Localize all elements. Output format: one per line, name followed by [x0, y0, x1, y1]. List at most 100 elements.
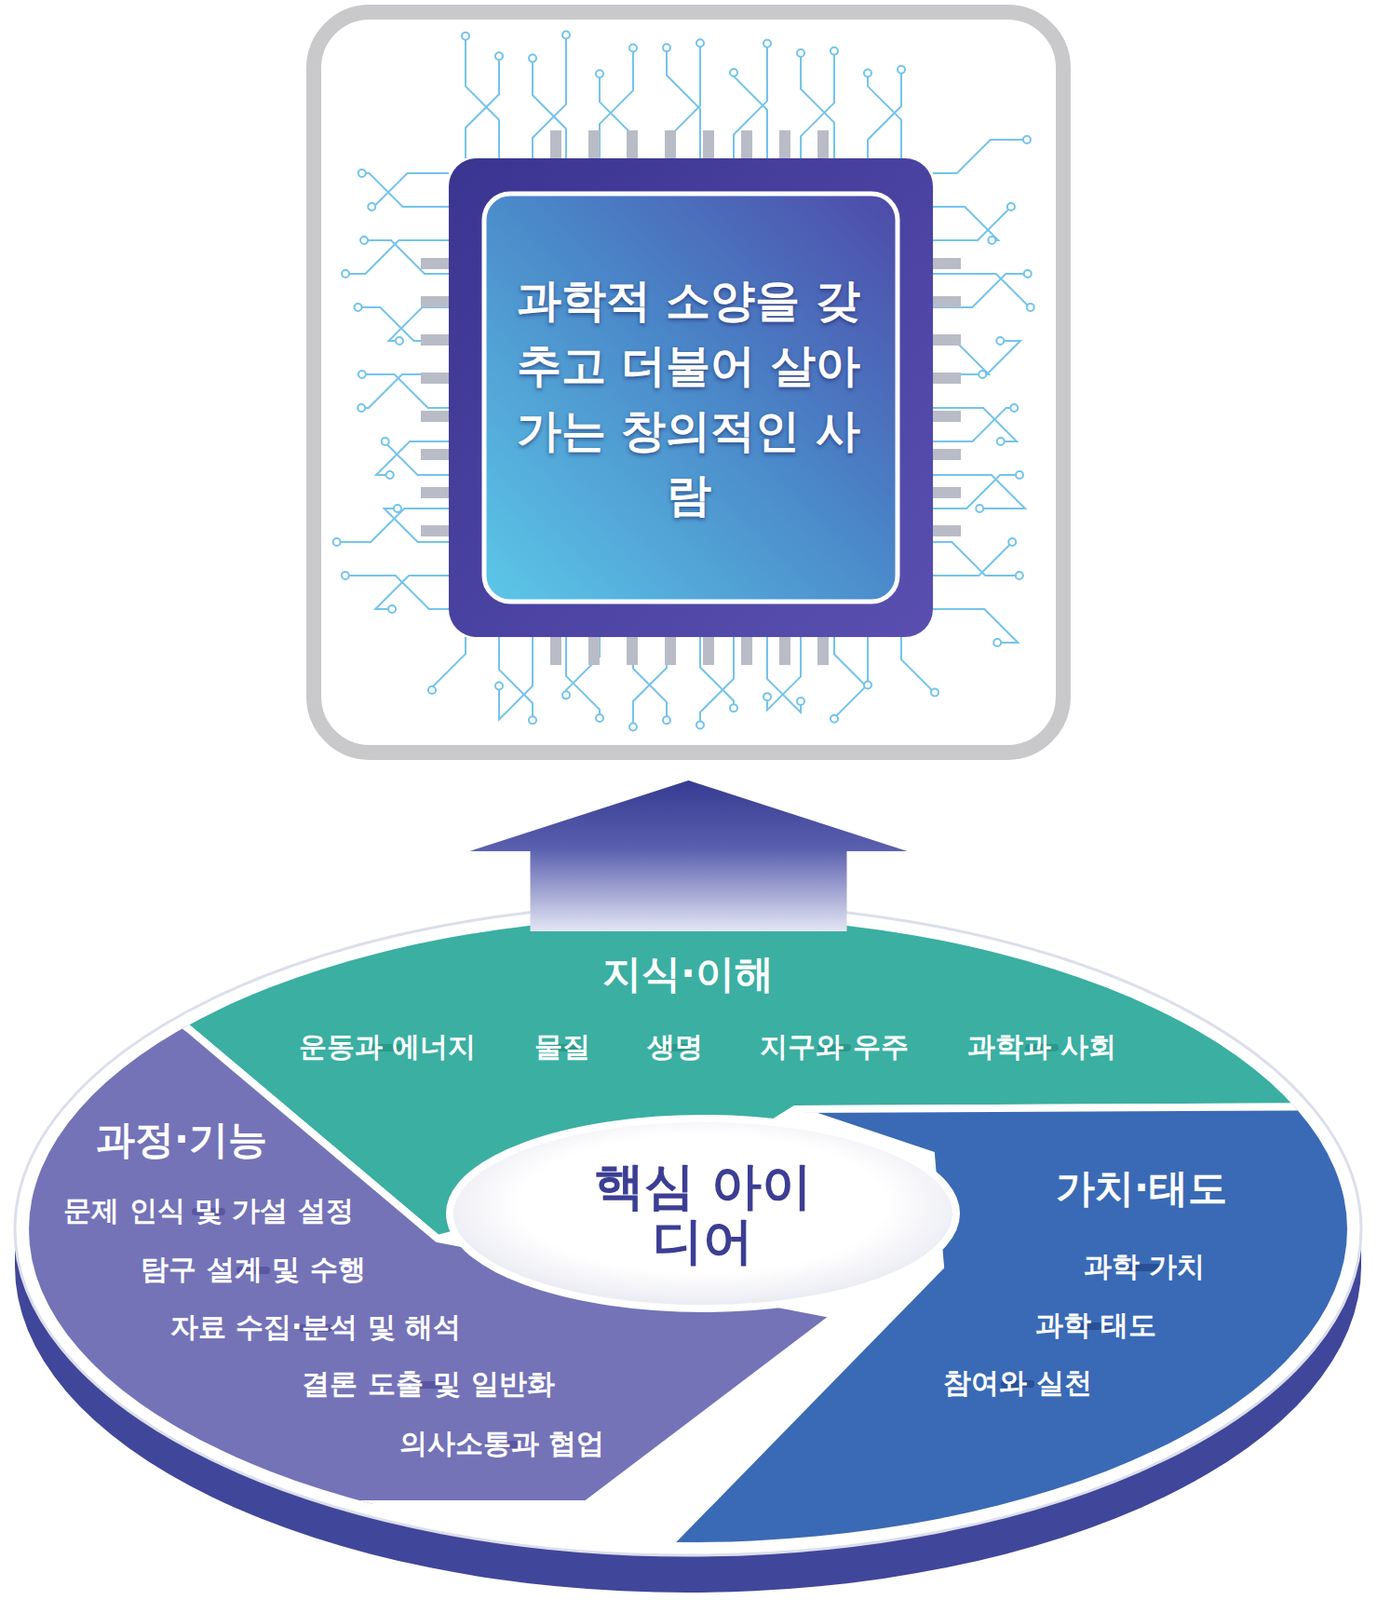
trace-pad — [360, 236, 368, 244]
chip-face — [484, 193, 898, 602]
circuit-trace — [867, 69, 902, 159]
trace-pad — [696, 720, 704, 729]
goal-chip: 과학적 소양을 갖추고 더불어 살아가는 창의적인 사람 — [306, 4, 1071, 760]
trace-pad — [388, 605, 396, 613]
trace-pad — [864, 680, 872, 689]
trace-pad — [996, 337, 1004, 345]
pill-label: 과학 가치 — [1083, 1248, 1205, 1284]
pill-label: 과학과 사회 — [967, 1028, 1117, 1065]
trace-pad — [358, 169, 366, 177]
topic-pill: 지구와 우주 — [817, 1043, 851, 1052]
circuit-trace — [499, 636, 533, 720]
trace-pad — [978, 370, 986, 379]
pill-label: 문제 인식 및 가설 설정 — [63, 1192, 354, 1229]
trace-pad — [386, 471, 394, 479]
value-sector: 가치·태도과학 가치과학 태도참여와 실천 — [931, 1145, 1360, 1425]
knowledge-sector: 지식·이해운동과 에너지 물질 생명 지구와 우주 과학과 사회 — [167, 931, 1369, 1108]
trace-pad — [1015, 571, 1024, 580]
trace-pad — [528, 715, 537, 724]
trace-pad — [562, 690, 570, 699]
chip-body — [448, 158, 933, 637]
circuit-traces — [333, 31, 1035, 731]
circuit-trace — [901, 636, 935, 693]
pill-label: 생명 — [647, 1028, 703, 1065]
trace-pad — [495, 52, 503, 60]
trace-pad — [341, 571, 350, 580]
trace-pad — [1024, 270, 1032, 278]
circuit-trace — [932, 206, 999, 241]
pill-label: 자료 수집·분석 및 해석 — [170, 1309, 462, 1345]
trace-pad — [696, 39, 704, 47]
trace-pad — [357, 404, 365, 412]
circuit-trace — [499, 636, 533, 720]
trace-pad — [1008, 538, 1016, 546]
circuit-trace — [362, 173, 449, 207]
trace-pad — [333, 538, 341, 546]
trace-pad — [796, 697, 805, 705]
circuit-trace — [932, 340, 989, 375]
core-ellipse — [449, 1118, 957, 1309]
circuit-trace — [932, 541, 1013, 576]
trace-pad — [428, 686, 436, 694]
sector-heading: 지식·이해 — [602, 947, 774, 1000]
topic-pill: 자료 수집·분석 및 해석 — [298, 1323, 333, 1332]
pill-label: 물질 — [534, 1028, 591, 1065]
trace-pad — [562, 31, 570, 40]
topic-pill: 생명 — [658, 1043, 692, 1052]
topic-pill: 과학 태도 — [1079, 1322, 1113, 1330]
disc-sectors — [0, 837, 1391, 1600]
process-sector: 과정·기능문제 인식 및 가설 설정탐구 설계 및 수행자료 수집·분석 및 해… — [18, 1098, 596, 1490]
topic-pill: 참여와 실천 — [1000, 1379, 1035, 1388]
topic-pill: 과학과 사회 — [1025, 1043, 1059, 1052]
trace-pad — [763, 692, 771, 701]
circuit-trace — [932, 608, 1018, 643]
circuit-trace — [834, 636, 868, 719]
trace-pad — [381, 437, 390, 446]
trace-pad — [993, 638, 1001, 647]
pill-label: 의사소통과 협업 — [399, 1425, 605, 1461]
trace-pad — [763, 40, 771, 48]
node-label: 과학적 소양을 갖추고 더불어 살아가는 창의적인 사람 — [498, 268, 880, 527]
trace-pad — [662, 43, 671, 52]
trace-pad — [528, 54, 537, 63]
trace-pad — [1015, 471, 1024, 479]
topic-pill: 의사소통과 협업 — [485, 1440, 519, 1448]
chip-frame — [313, 12, 1064, 753]
trace-pad — [830, 715, 838, 723]
trace-pad — [897, 66, 905, 74]
trace-pad — [1023, 135, 1031, 144]
topic-pill: 물질 — [545, 1043, 580, 1052]
trace-pad — [358, 370, 366, 379]
trace-pad — [367, 202, 376, 211]
trace-pad — [595, 714, 604, 722]
trace-pad — [495, 682, 503, 690]
pill-label: 과학 태도 — [1035, 1307, 1157, 1343]
trace-pad — [864, 68, 872, 77]
trace-pad — [1007, 202, 1015, 211]
pill-label: 탐구 설계 및 수행 — [140, 1251, 365, 1287]
circuit-trace — [633, 636, 667, 720]
trace-pad — [629, 44, 637, 53]
trace-pad — [830, 47, 838, 55]
topic-pill: 운동과 에너지 — [370, 1043, 405, 1052]
trace-pad — [987, 236, 996, 244]
chip-pins — [420, 130, 961, 665]
topic-pill: 결론 도출 및 일반화 — [411, 1380, 446, 1389]
topic-pill: 탐구 설계 및 수행 — [236, 1266, 271, 1274]
trace-pad — [393, 504, 402, 513]
circuit-trace — [432, 636, 466, 690]
circuit-trace — [633, 636, 667, 727]
trace-pad — [1026, 303, 1035, 311]
circuit-trace — [932, 340, 1021, 375]
sector-heading: 과정·기능 — [95, 1113, 268, 1166]
pill-label: 지구와 우주 — [759, 1028, 909, 1065]
sector-heading: 가치·태도 — [1055, 1161, 1228, 1215]
trace-pad — [796, 49, 805, 57]
node-label: 핵심 아이디어 — [586, 1158, 820, 1270]
block-arrow — [470, 780, 908, 932]
trace-pad — [595, 69, 604, 78]
pill-label: 운동과 에너지 — [298, 1028, 476, 1065]
core-idea: 핵심 아이디어 — [453, 1120, 953, 1306]
